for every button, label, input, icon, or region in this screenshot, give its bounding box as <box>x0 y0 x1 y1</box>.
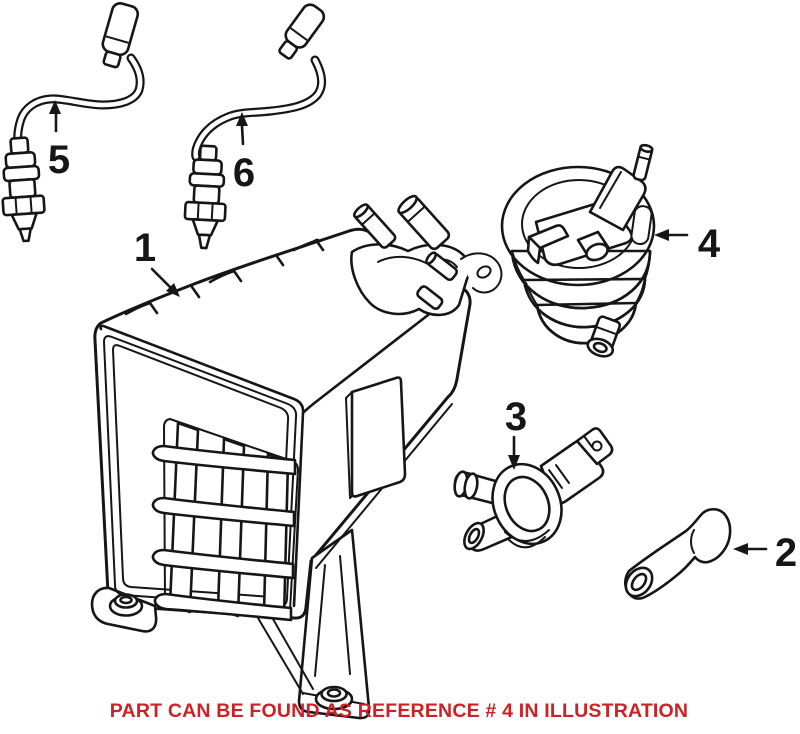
part-label-6: 6 <box>233 151 255 195</box>
canister-label-plate <box>345 376 407 499</box>
oxygen-sensor-6-drawing <box>183 3 327 250</box>
canister-rim-edge <box>99 324 305 608</box>
sensor-6-cable <box>191 55 327 162</box>
pump-top-port <box>632 143 654 182</box>
callout-3: 3 <box>505 395 527 470</box>
part-label-3: 3 <box>505 395 527 439</box>
part-label-1: 1 <box>134 226 156 270</box>
sensor-6-body <box>183 144 227 250</box>
canister-left-foot <box>90 586 158 633</box>
reference-callouts: 1 2 3 4 5 6 <box>48 100 797 575</box>
part-label-2: 2 <box>775 531 797 575</box>
leak-detection-pump-drawing <box>500 143 656 358</box>
oxygen-sensor-5-drawing <box>1 2 145 243</box>
canister-port-fittings <box>350 194 503 317</box>
callout-4: 4 <box>654 222 721 266</box>
callout-6: 6 <box>233 112 255 195</box>
part-label-4: 4 <box>698 222 721 266</box>
sensor-5-body <box>1 136 46 243</box>
charcoal-canister-drawing <box>90 194 503 720</box>
part-label-5: 5 <box>48 138 70 182</box>
purge-valve-drawing <box>453 427 614 552</box>
canister-shoulder-ticks <box>124 238 325 316</box>
sensor-6-connector <box>278 3 326 60</box>
reference-note: PART CAN BE FOUND AS REFERENCE # 4 IN IL… <box>109 700 689 722</box>
canister-rib-panel <box>151 418 299 622</box>
callout-5: 5 <box>48 100 70 182</box>
vent-hose-drawing <box>623 507 732 600</box>
callout-1: 1 <box>134 226 180 297</box>
canister-bracket-leg <box>257 528 371 720</box>
pump-bottom-port <box>586 315 622 358</box>
callout-2: 2 <box>733 531 797 575</box>
sensor-5-connector <box>101 2 140 69</box>
